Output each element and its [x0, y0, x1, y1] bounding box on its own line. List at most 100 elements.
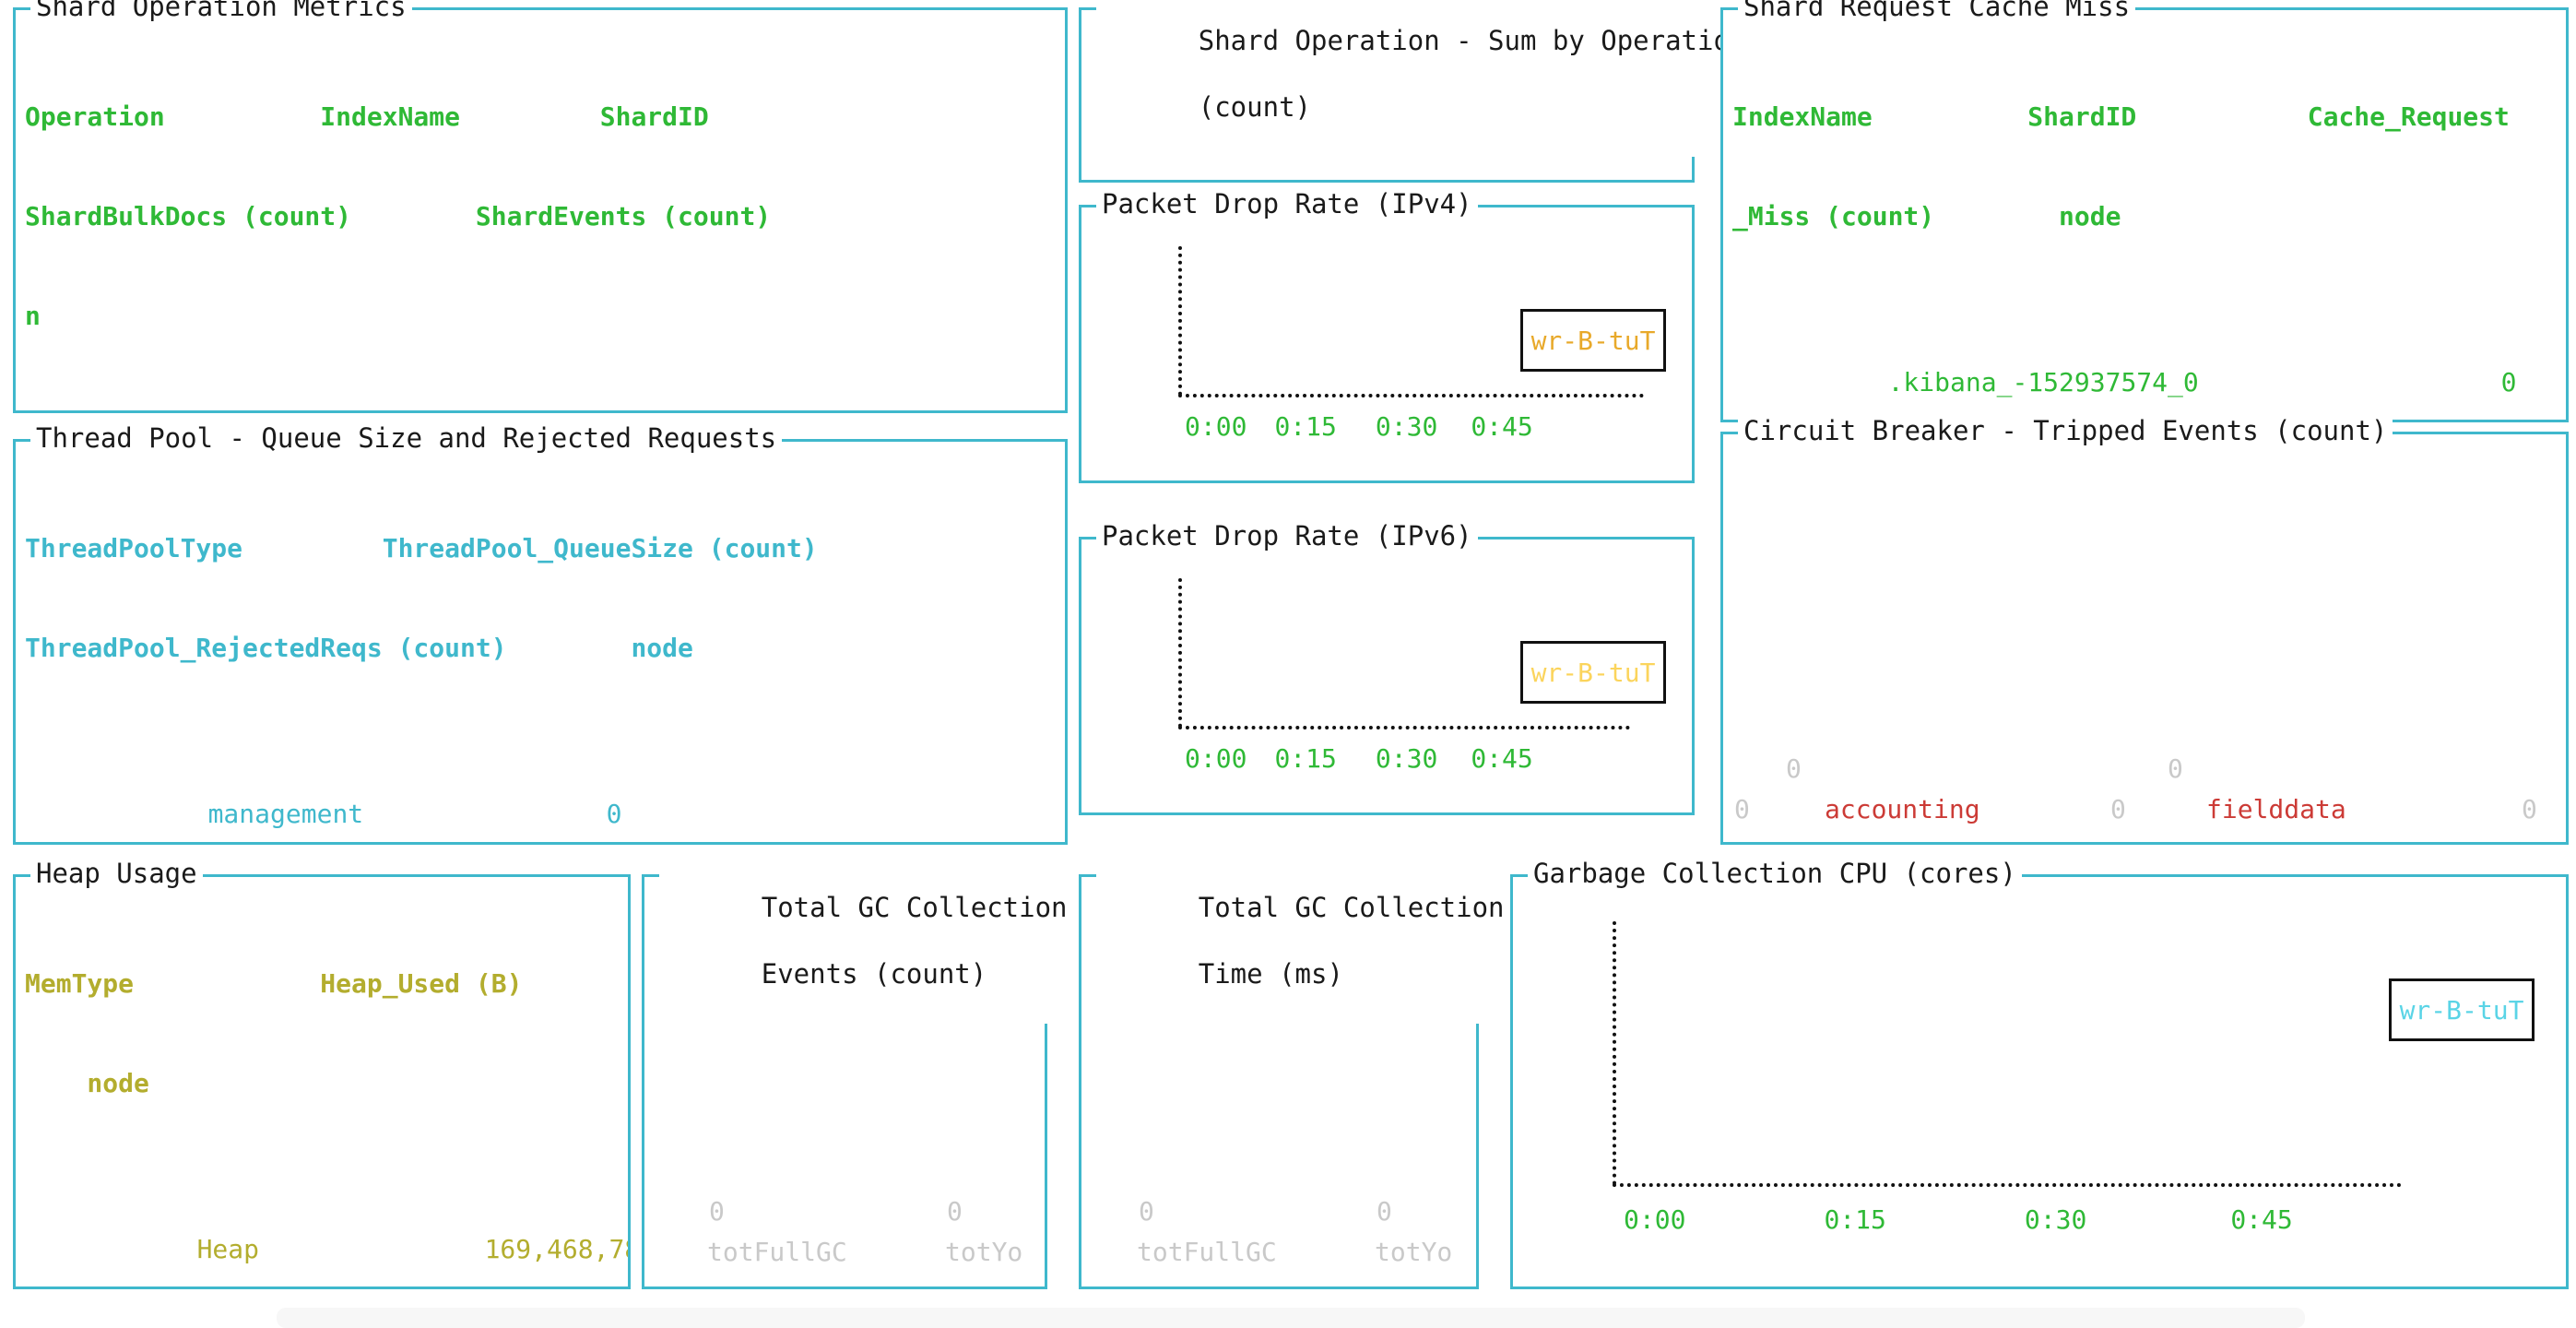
panel-gc-events[interactable]: Total GC Collection Events (count) 0 tot… [642, 858, 1073, 1289]
panel-body-packet-drop-ipv6: 0:00 0:15 0:30 0:45 wr-B-tuT [1081, 540, 1692, 812]
table-header-line2: _Miss (count) node [1732, 201, 2121, 231]
chart-legend-packet-drop-ipv6[interactable]: wr-B-tuT [1520, 641, 1666, 704]
panel-title-packet-drop-ipv6: Packet Drop Rate (IPv6) [1096, 520, 1478, 551]
panel-body-gc-cpu: 0:00 0:15 0:30 0:45 wr-B-tuT [1513, 877, 2566, 1286]
panel-shard-operation-metrics[interactable]: Shard Operation Metrics Operation IndexN… [13, 0, 1068, 413]
panel-title-heap-usage: Heap Usage [30, 858, 203, 889]
panel-body-heap-usage: MemType Heap_Used (B) node Heap 169,468,7… [16, 877, 628, 1286]
xtick-1: 0:15 [1824, 1204, 1886, 1235]
xtick-1: 0:15 [1274, 411, 1337, 442]
panel-body-gc-events: 0 totFullGC 0 totYo [644, 877, 1045, 1286]
cell-queue-size: 0 [606, 799, 622, 829]
chart-legend-packet-drop-ipv4[interactable]: wr-B-tuT [1520, 309, 1666, 372]
bar-value-fielddata: 0 [2168, 753, 2183, 784]
panel-title-thread-pool: Thread Pool - Queue Size and Rejected Re… [30, 422, 783, 454]
panel-packet-drop-ipv6[interactable]: Packet Drop Rate (IPv6) 0:00 0:15 0:30 0:45… [1079, 520, 1695, 815]
y-axis [1178, 246, 1182, 396]
chart-legend-gc-cpu[interactable]: wr-B-tuT [2389, 978, 2535, 1041]
cell-mem-type: Heap [196, 1234, 260, 1264]
panel-title-gc-cpu: Garbage Collection CPU (cores) [1528, 858, 2022, 889]
table-header-line1: ThreadPoolType ThreadPool_QueueSize (cou… [25, 533, 818, 563]
cell-thread-pool-type: management [207, 799, 364, 829]
table-header-line2: ShardBulkDocs (count) ShardEvents (count… [25, 201, 772, 231]
chart-bar-labels-gc-events: 0 totFullGC 0 totYo [644, 1196, 1045, 1270]
bar-label-totyo: totYo [1375, 1237, 1453, 1267]
panel-body-shard-operation-metrics: Operation IndexName ShardID ShardBulkDoc… [16, 10, 1065, 410]
bar-value-totfullgc: 0 [1139, 1196, 1154, 1227]
table-header-line2: node [25, 1068, 149, 1098]
cell-index-name: .kibana_-152937574_0 [1887, 367, 2199, 397]
xtick-0: 0:00 [1624, 1204, 1686, 1235]
panel-title-line2: Events (count) [761, 958, 987, 990]
bar-label-fielddata: fielddata [2206, 794, 2346, 824]
bar-value-totyo: 0 [1377, 1196, 1392, 1227]
panel-body-thread-pool: ThreadPoolType ThreadPool_QueueSize (cou… [16, 442, 1065, 842]
xtick-2: 0:30 [1375, 411, 1438, 442]
panel-body-shard-request-cache-miss: IndexName ShardID Cache_Request _Miss (c… [1723, 10, 2566, 420]
panel-title-line2: (count) [1198, 91, 1311, 123]
bar-value-totyo: 0 [947, 1196, 963, 1227]
bar-value-left-accounting: 0 [1734, 794, 1750, 824]
xtick-2: 0:30 [2024, 1204, 2087, 1235]
panel-title-line1: Total GC Collection [1198, 892, 1505, 923]
bar-label-totyo: totYo [945, 1237, 1023, 1267]
panel-heap-usage[interactable]: Heap Usage MemType Heap_Used (B) node He… [13, 858, 631, 1289]
table-row[interactable]: Heap 169,468,786 [25, 1200, 628, 1286]
bar-value-accounting: 0 [1786, 753, 1802, 784]
panel-title-gc-events: Total GC Collection Events (count) [659, 858, 1073, 1024]
chart-bar-labels-circuit-breaker: 0 0 accounting 0 0 fielddata 0 [1723, 753, 2566, 827]
x-axis-tick-labels: 0:00 0:15 0:30 0:45 [1185, 744, 1533, 774]
xtick-3: 0:45 [2230, 1204, 2293, 1235]
panel-body-shard-operation-sum [1081, 10, 1692, 180]
y-axis [1613, 921, 1616, 1185]
panel-title-line2: Time (ms) [1198, 958, 1343, 990]
panel-title-gc-time: Total GC Collection Time (ms) [1096, 858, 1510, 1024]
table-header-line1: MemType Heap_Used (B) [25, 968, 523, 999]
panel-gc-time[interactable]: Total GC Collection Time (ms) 0 totFullG… [1079, 858, 1510, 1289]
legend-label: wr-B-tuT [1530, 325, 1656, 356]
table-row[interactable]: management 0 [25, 765, 1061, 842]
panel-shard-request-cache-miss[interactable]: Shard Request Cache Miss IndexName Shard… [1720, 0, 2569, 422]
xtick-2: 0:30 [1375, 743, 1438, 774]
bar-value-trailing: 0 [2522, 794, 2537, 824]
panel-circuit-breaker[interactable]: Circuit Breaker - Tripped Events (count)… [1720, 415, 2569, 845]
panel-title-shard-operation-metrics: Shard Operation Metrics [30, 0, 412, 22]
xtick-1: 0:15 [1274, 743, 1337, 774]
xtick-0: 0:00 [1185, 411, 1247, 442]
panel-body-gc-time: 0 totFullGC 0 totYo [1081, 877, 1476, 1286]
panel-title-line1: Shard Operation - Sum by Operation [1198, 25, 1746, 56]
xtick-0: 0:00 [1185, 743, 1247, 774]
x-axis-tick-labels: 0:00 0:15 0:30 0:45 [1624, 1205, 2293, 1235]
panel-title-shard-operation-sum: Shard Operation - Sum by Operation (coun… [1096, 0, 1752, 157]
x-axis [1178, 394, 1644, 397]
legend-label: wr-B-tuT [1530, 657, 1656, 688]
bar-value-left-fielddata: 0 [2110, 794, 2126, 824]
chart-gc-cpu: 0:00 0:15 0:30 0:45 wr-B-tuT [1513, 877, 2566, 1286]
x-axis-tick-labels: 0:00 0:15 0:30 0:45 [1185, 412, 1533, 442]
x-axis [1178, 726, 1630, 729]
bar-label-totfullgc: totFullGC [707, 1237, 847, 1267]
table-header-line3: n [25, 301, 41, 331]
panel-title-circuit-breaker: Circuit Breaker - Tripped Events (count) [1738, 415, 2393, 446]
y-axis [1178, 578, 1182, 728]
xtick-3: 0:45 [1471, 411, 1533, 442]
xtick-3: 0:45 [1471, 743, 1533, 774]
x-axis [1613, 1183, 2402, 1187]
legend-label: wr-B-tuT [2399, 994, 2524, 1026]
panel-body-circuit-breaker: 0 0 accounting 0 0 fielddata 0 [1723, 434, 2566, 842]
cell-heap-used: 169,468,786 [484, 1234, 628, 1264]
table-header-line1: Operation IndexName ShardID [25, 101, 709, 132]
panel-thread-pool[interactable]: Thread Pool - Queue Size and Rejected Re… [13, 422, 1068, 845]
table-header-line1: IndexName ShardID Cache_Request [1732, 101, 2510, 132]
chart-bar-labels-gc-time: 0 totFullGC 0 totYo [1081, 1196, 1476, 1270]
chart-packet-drop-ipv4: 0:00 0:15 0:30 0:45 wr-B-tuT [1081, 208, 1692, 480]
bar-label-accounting: accounting [1825, 794, 1980, 824]
panel-title-line1: Total GC Collection [761, 892, 1068, 923]
panel-shard-operation-sum[interactable]: Shard Operation - Sum by Operation (coun… [1079, 0, 1752, 183]
bottom-scroll-band [277, 1308, 2305, 1328]
panel-body-packet-drop-ipv4: 0:00 0:15 0:30 0:45 wr-B-tuT [1081, 208, 1692, 480]
